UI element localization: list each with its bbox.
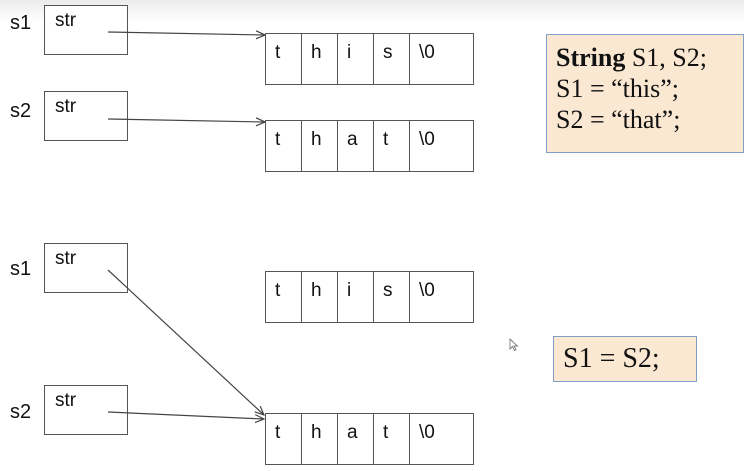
top-s1-pointer-box: str	[44, 5, 128, 55]
array-cell: t	[374, 121, 410, 171]
array-cell: t	[266, 272, 302, 322]
bottom-s1-arrow	[107, 269, 264, 415]
array-cell: i	[338, 272, 374, 322]
bottom-s2-arrow	[107, 411, 264, 419]
array-cell-terminator: \0	[410, 121, 474, 171]
top-s2-label: s2	[10, 100, 32, 122]
array-cell-terminator: \0	[410, 272, 474, 322]
top-s1-pointer-label: str	[55, 10, 77, 31]
top-s1-arrow	[107, 32, 265, 35]
top-that-array: t h a t \0	[265, 120, 474, 172]
mouse-cursor-icon	[509, 338, 519, 352]
code-assign-block: S1 = S2;	[553, 336, 697, 382]
array-cell: s	[374, 272, 410, 322]
array-cell: t	[374, 414, 410, 464]
bottom-s2-pointer-label: str	[55, 390, 77, 411]
code-line-1: String S1, S2;	[556, 42, 743, 73]
array-cell: s	[374, 34, 410, 84]
array-cell: t	[266, 121, 302, 171]
array-cell: t	[266, 34, 302, 84]
top-s1-label: s1	[10, 12, 32, 34]
array-cell: h	[302, 121, 338, 171]
array-cell: t	[266, 414, 302, 464]
array-cell: a	[338, 414, 374, 464]
bottom-this-array: t h i s \0	[265, 271, 474, 323]
bottom-that-array: t h a t \0	[265, 413, 474, 465]
code-line-2: S1 = “this”;	[556, 74, 679, 103]
array-cell: h	[302, 34, 338, 84]
array-cell-terminator: \0	[410, 34, 474, 84]
bottom-s2-pointer-box: str	[44, 385, 128, 435]
bottom-s1-pointer-label: str	[55, 248, 77, 269]
top-shade	[0, 0, 744, 22]
bottom-s1-pointer-box: str	[44, 243, 128, 293]
top-s2-pointer-label: str	[55, 96, 77, 117]
array-cell: a	[338, 121, 374, 171]
array-cell: h	[302, 272, 338, 322]
top-this-array: t h i s \0	[265, 33, 474, 85]
array-cell-terminator: \0	[410, 414, 474, 464]
top-s2-arrow	[107, 119, 265, 122]
code-decl-rest: S1, S2;	[625, 43, 707, 72]
array-cell: h	[302, 414, 338, 464]
bottom-s2-label: s2	[10, 401, 32, 423]
bottom-s1-label: s1	[10, 258, 32, 280]
array-cell: i	[338, 34, 374, 84]
top-s2-pointer-box: str	[44, 91, 128, 141]
code-declaration-block: String S1, S2; S1 = “this”; S2 = “that”;	[546, 34, 744, 153]
code-line-3: S2 = “that”;	[556, 105, 681, 134]
code-keyword: String	[556, 43, 626, 72]
